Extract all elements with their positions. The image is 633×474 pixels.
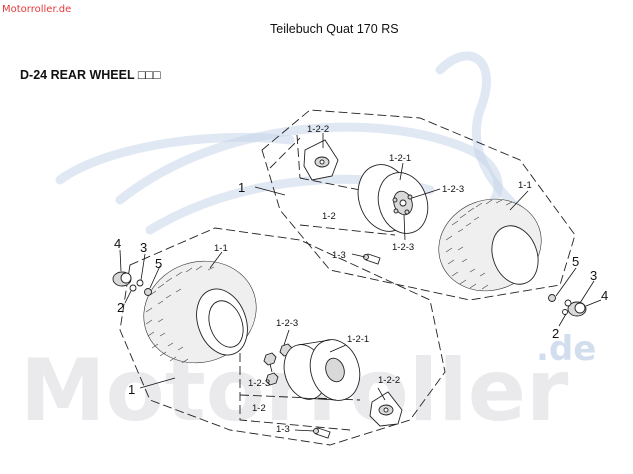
callout-lug-nut-upper-2: 1-2-3 — [392, 242, 414, 253]
callout-washer-b-left: 5 — [155, 256, 162, 271]
washer-right — [548, 294, 572, 315]
washer-left — [129, 279, 152, 296]
rim-upper — [357, 164, 429, 234]
callout-wheel-lower: 1-2 — [252, 403, 266, 414]
callout-hub-cap-left: 4 — [114, 236, 121, 251]
section-title: D-24 REAR WHEEL □□□ — [20, 68, 161, 82]
group-bracket-lower — [239, 340, 361, 431]
document-title: Teilebuch Quat 170 RS — [270, 22, 399, 36]
callout-lug-nut-upper: 1-2-3 — [442, 184, 464, 195]
assembly-outline-upper — [261, 109, 576, 301]
callout-lug-nut-lower-2: 1-2-3 — [248, 378, 270, 389]
tire-upper — [438, 198, 542, 292]
callout-valve-upper: 1-3 — [332, 250, 346, 261]
rim-lower — [283, 339, 361, 401]
callout-nut-left: 2 — [117, 300, 124, 315]
watermark-logo-suffix: .de — [536, 329, 596, 369]
callout-assembly-lower: 1 — [128, 382, 135, 397]
hub-cap-right — [567, 301, 587, 317]
hub-plate-upper — [303, 139, 339, 181]
watermark-logo — [55, 51, 525, 235]
callout-assembly-upper: 1 — [238, 180, 245, 195]
leader-lines — [119, 133, 602, 432]
assembly-outline-lower — [119, 227, 446, 446]
tire-lower — [143, 260, 257, 364]
hub-plate-lower — [369, 391, 403, 427]
valve-upper — [363, 253, 381, 265]
watermark-site-label: Motorroller.de — [2, 4, 71, 15]
callout-rim-lower: 1-2-1 — [347, 334, 369, 345]
hub-cap-left — [112, 271, 132, 287]
callout-tire-upper: 1-1 — [518, 180, 532, 191]
callout-hub-plate-upper: 1-2-2 — [307, 124, 329, 135]
callout-washer-b-right: 5 — [572, 254, 579, 269]
callout-rim-upper: 1-2-1 — [389, 153, 411, 164]
group-bracket-upper — [296, 134, 396, 236]
callout-valve-lower: 1-3 — [276, 424, 290, 435]
callout-hub-plate-lower: 1-2-2 — [378, 375, 400, 386]
callout-tire-lower: 1-1 — [214, 243, 228, 254]
callout-washer-a-left: 3 — [140, 240, 147, 255]
callout-wheel-upper: 1-2 — [322, 211, 336, 222]
valve-lower — [313, 427, 331, 439]
callout-nut-right: 2 — [552, 326, 559, 341]
callout-lug-nut-lower: 1-2-3 — [276, 318, 298, 329]
callout-hub-cap-right: 4 — [601, 288, 608, 303]
callout-washer-a-right: 3 — [590, 268, 597, 283]
